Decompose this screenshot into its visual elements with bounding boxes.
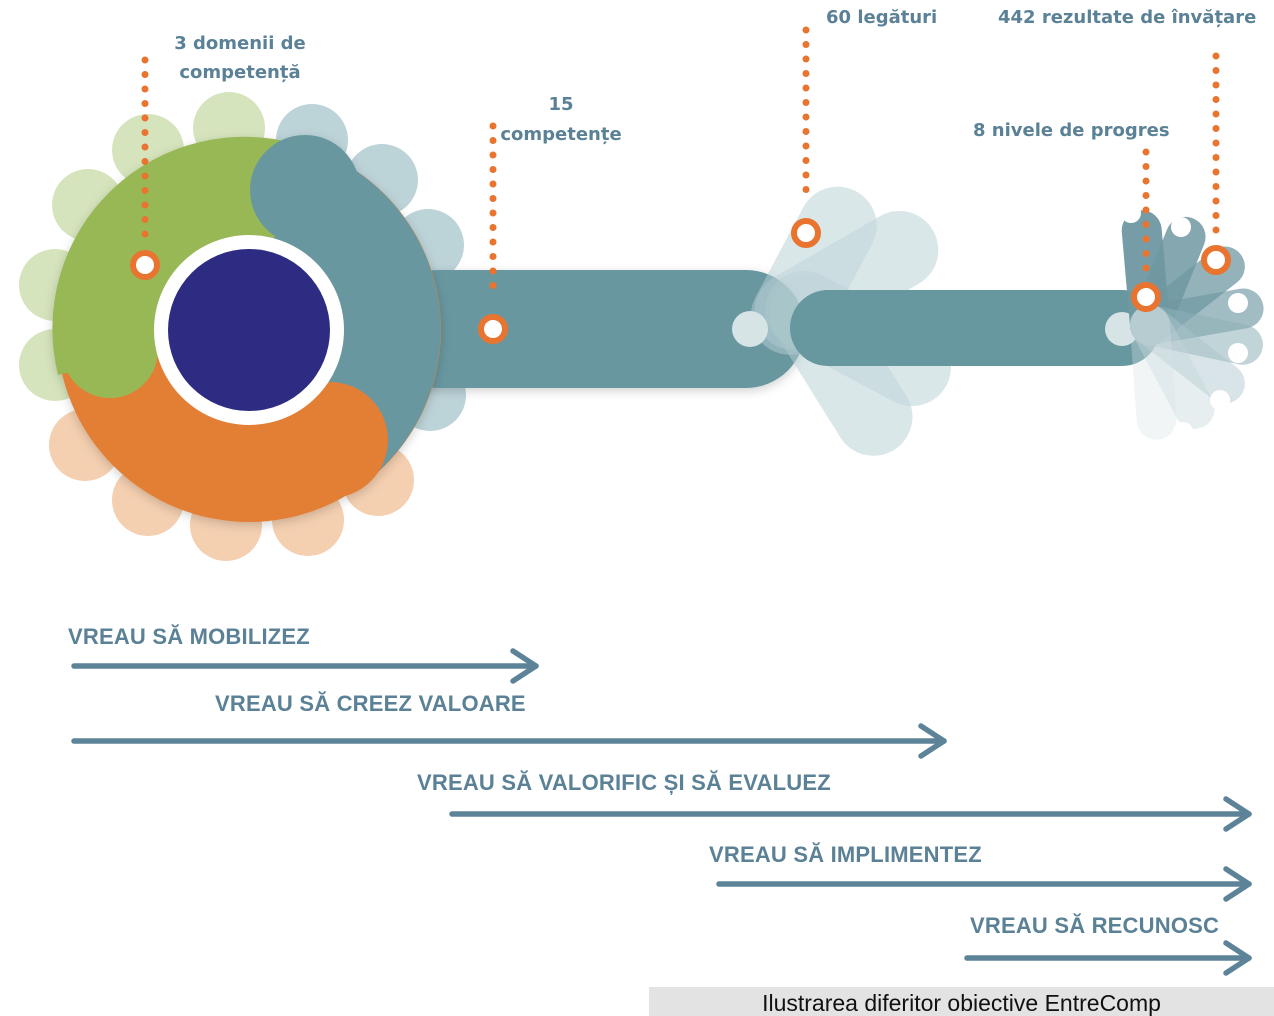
callout-outcomes: 442 rezultate de învățare <box>998 7 1257 28</box>
callout-levels: 8 nivele de progres <box>973 120 1170 141</box>
goal-label-recognise: VREAU SĂ RECUNOSC <box>970 913 1220 938</box>
goal-arrow-mobilize <box>71 648 539 684</box>
goal-arrow-valorify <box>449 796 1252 832</box>
goal-arrow-implement <box>716 866 1252 902</box>
thread-bar <box>790 290 1160 366</box>
callout-threads: 60 legături <box>826 7 938 28</box>
figure-caption: Ilustrarea diferitor obiective EntreComp <box>649 987 1274 1016</box>
goal-arrows <box>71 648 1252 976</box>
bar-joint <box>732 311 768 347</box>
callout-markers <box>130 218 1231 344</box>
competence-bar <box>380 270 805 388</box>
goal-label-mobilize: VREAU SĂ MOBILIZEZ <box>68 624 310 649</box>
goal-label-implement: VREAU SĂ IMPLIMENTEZ <box>709 842 982 867</box>
goal-label-create-value: VREAU SĂ CREEZ VALOARE <box>215 691 526 716</box>
leader-lines <box>141 26 1220 304</box>
callout-domains: 3 domenii de competență <box>174 33 306 83</box>
callout-competences: 15 competențe <box>500 94 622 145</box>
wheel-hub <box>168 249 330 411</box>
goal-arrow-create-value <box>71 723 947 759</box>
progress-levels-fan <box>1121 203 1264 460</box>
goal-label-valorify: VREAU SĂ VALORIFIC ȘI SĂ EVALUEZ <box>417 770 831 795</box>
goal-arrow-recognise <box>964 940 1252 976</box>
